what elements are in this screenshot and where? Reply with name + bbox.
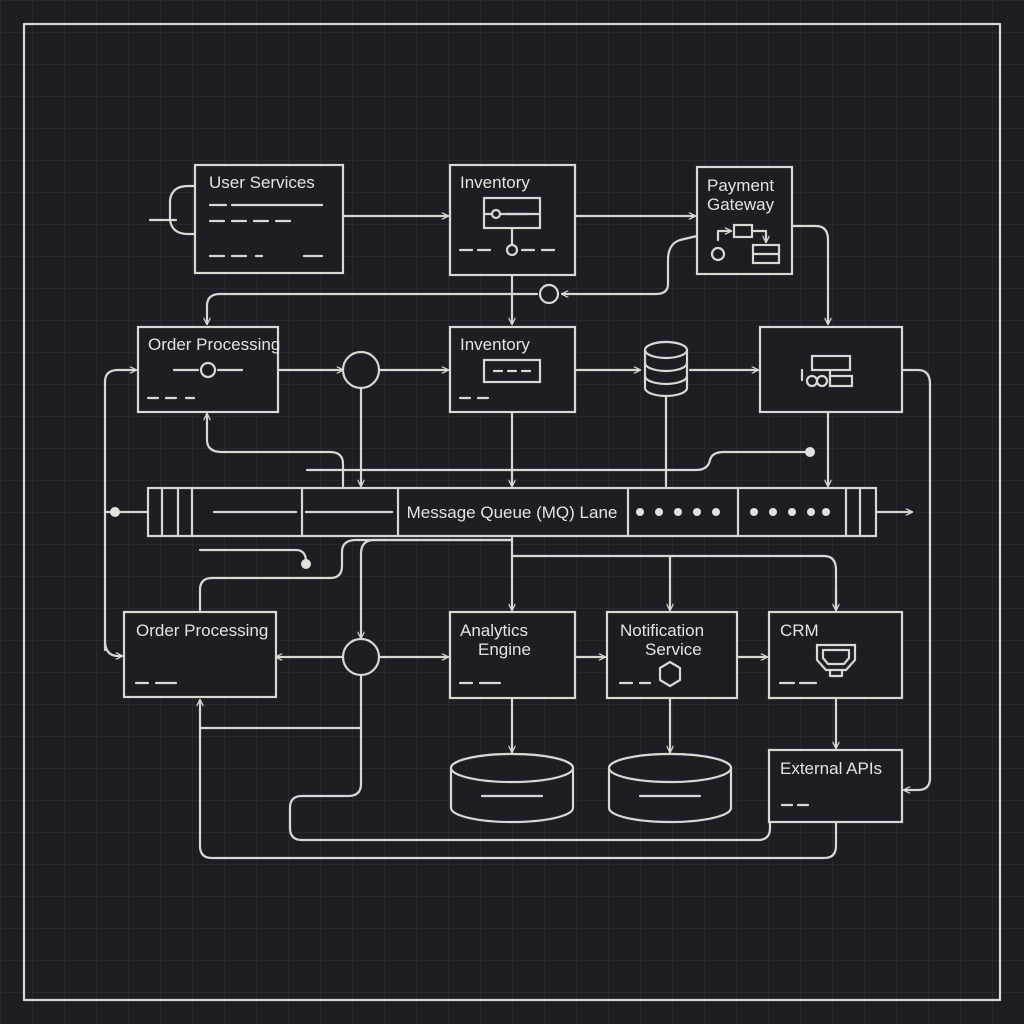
node-label-line1: Analytics (460, 621, 528, 640)
mq-lane-label: Message Queue (MQ) Lane (407, 503, 618, 522)
node-label-line1: Notification (620, 621, 704, 640)
node-notification-service[interactable]: Notification Service (605, 610, 739, 700)
connector-user-entry (148, 184, 198, 236)
node-label: Inventory (460, 335, 530, 354)
node-label: Inventory (460, 173, 530, 192)
connector-payment-to-system (790, 224, 828, 326)
node-external-apis[interactable]: External APIs (767, 748, 904, 824)
node-label-line1: Payment (707, 176, 774, 195)
connector-left-loop-top (103, 370, 138, 652)
message-queue-lane: Message Queue (MQ) Lane (146, 486, 878, 538)
node-payment-gateway[interactable]: Payment Gateway (695, 165, 794, 276)
node-system-right[interactable] (758, 325, 904, 414)
connector-hub-bottom-loop (288, 674, 772, 842)
dot-lane-bridge (805, 447, 815, 457)
flowchart-icon (800, 354, 854, 388)
node-inventory-top[interactable]: Inventory (448, 163, 577, 277)
connector-lane-hook (198, 548, 308, 564)
hub-node-top[interactable] (341, 350, 381, 390)
connector-lane-to-hub-bottom (361, 538, 514, 640)
database-analytics[interactable] (449, 752, 575, 824)
connector-order-bottom-up (198, 538, 514, 612)
outer-frame (22, 22, 1002, 1002)
connector-left-loop-bottom (103, 638, 124, 656)
node-label-line2: Engine (478, 640, 531, 659)
payment-flow-icon (710, 223, 781, 265)
node-user-services[interactable]: User Services (193, 163, 345, 275)
node-label: User Services (209, 173, 315, 192)
database-icon-mid[interactable] (643, 340, 689, 398)
connector-to-order-processing-top (207, 292, 539, 326)
connector-order-bottom-loop (200, 698, 838, 860)
node-order-processing-top[interactable]: Order Processing (136, 325, 280, 414)
dot-lane-hook (301, 559, 311, 569)
monitor-icon (815, 643, 857, 678)
dot-payment-loop (538, 283, 560, 305)
node-label: CRM (780, 621, 819, 640)
hexagon-icon (658, 660, 682, 688)
node-inventory-mid[interactable]: Inventory (448, 325, 577, 414)
node-crm[interactable]: CRM (767, 610, 904, 700)
connector-lane-bridge (305, 450, 810, 472)
lane-dots-left (636, 508, 720, 516)
node-label-line2: Service (645, 640, 702, 659)
node-label: Order Processing (136, 621, 268, 640)
connector-to-order-top-from-lane (207, 412, 345, 488)
node-label-line2: Gateway (707, 195, 775, 214)
connector-payment-loop (560, 234, 699, 294)
node-label: External APIs (780, 759, 882, 778)
connector-right-rail (900, 368, 932, 790)
junction-dots (110, 283, 815, 569)
connectors (103, 184, 932, 860)
database-notification[interactable] (607, 752, 733, 824)
node-order-processing-bottom[interactable]: Order Processing (122, 610, 278, 699)
hub-node-bottom[interactable] (341, 637, 381, 677)
node-analytics-engine[interactable]: Analytics Engine (448, 610, 577, 700)
lane-dots-right (750, 508, 830, 516)
dot-lane-left (110, 507, 120, 517)
connector-lane-to-services (510, 554, 838, 612)
node-label: Order Processing (148, 335, 280, 354)
